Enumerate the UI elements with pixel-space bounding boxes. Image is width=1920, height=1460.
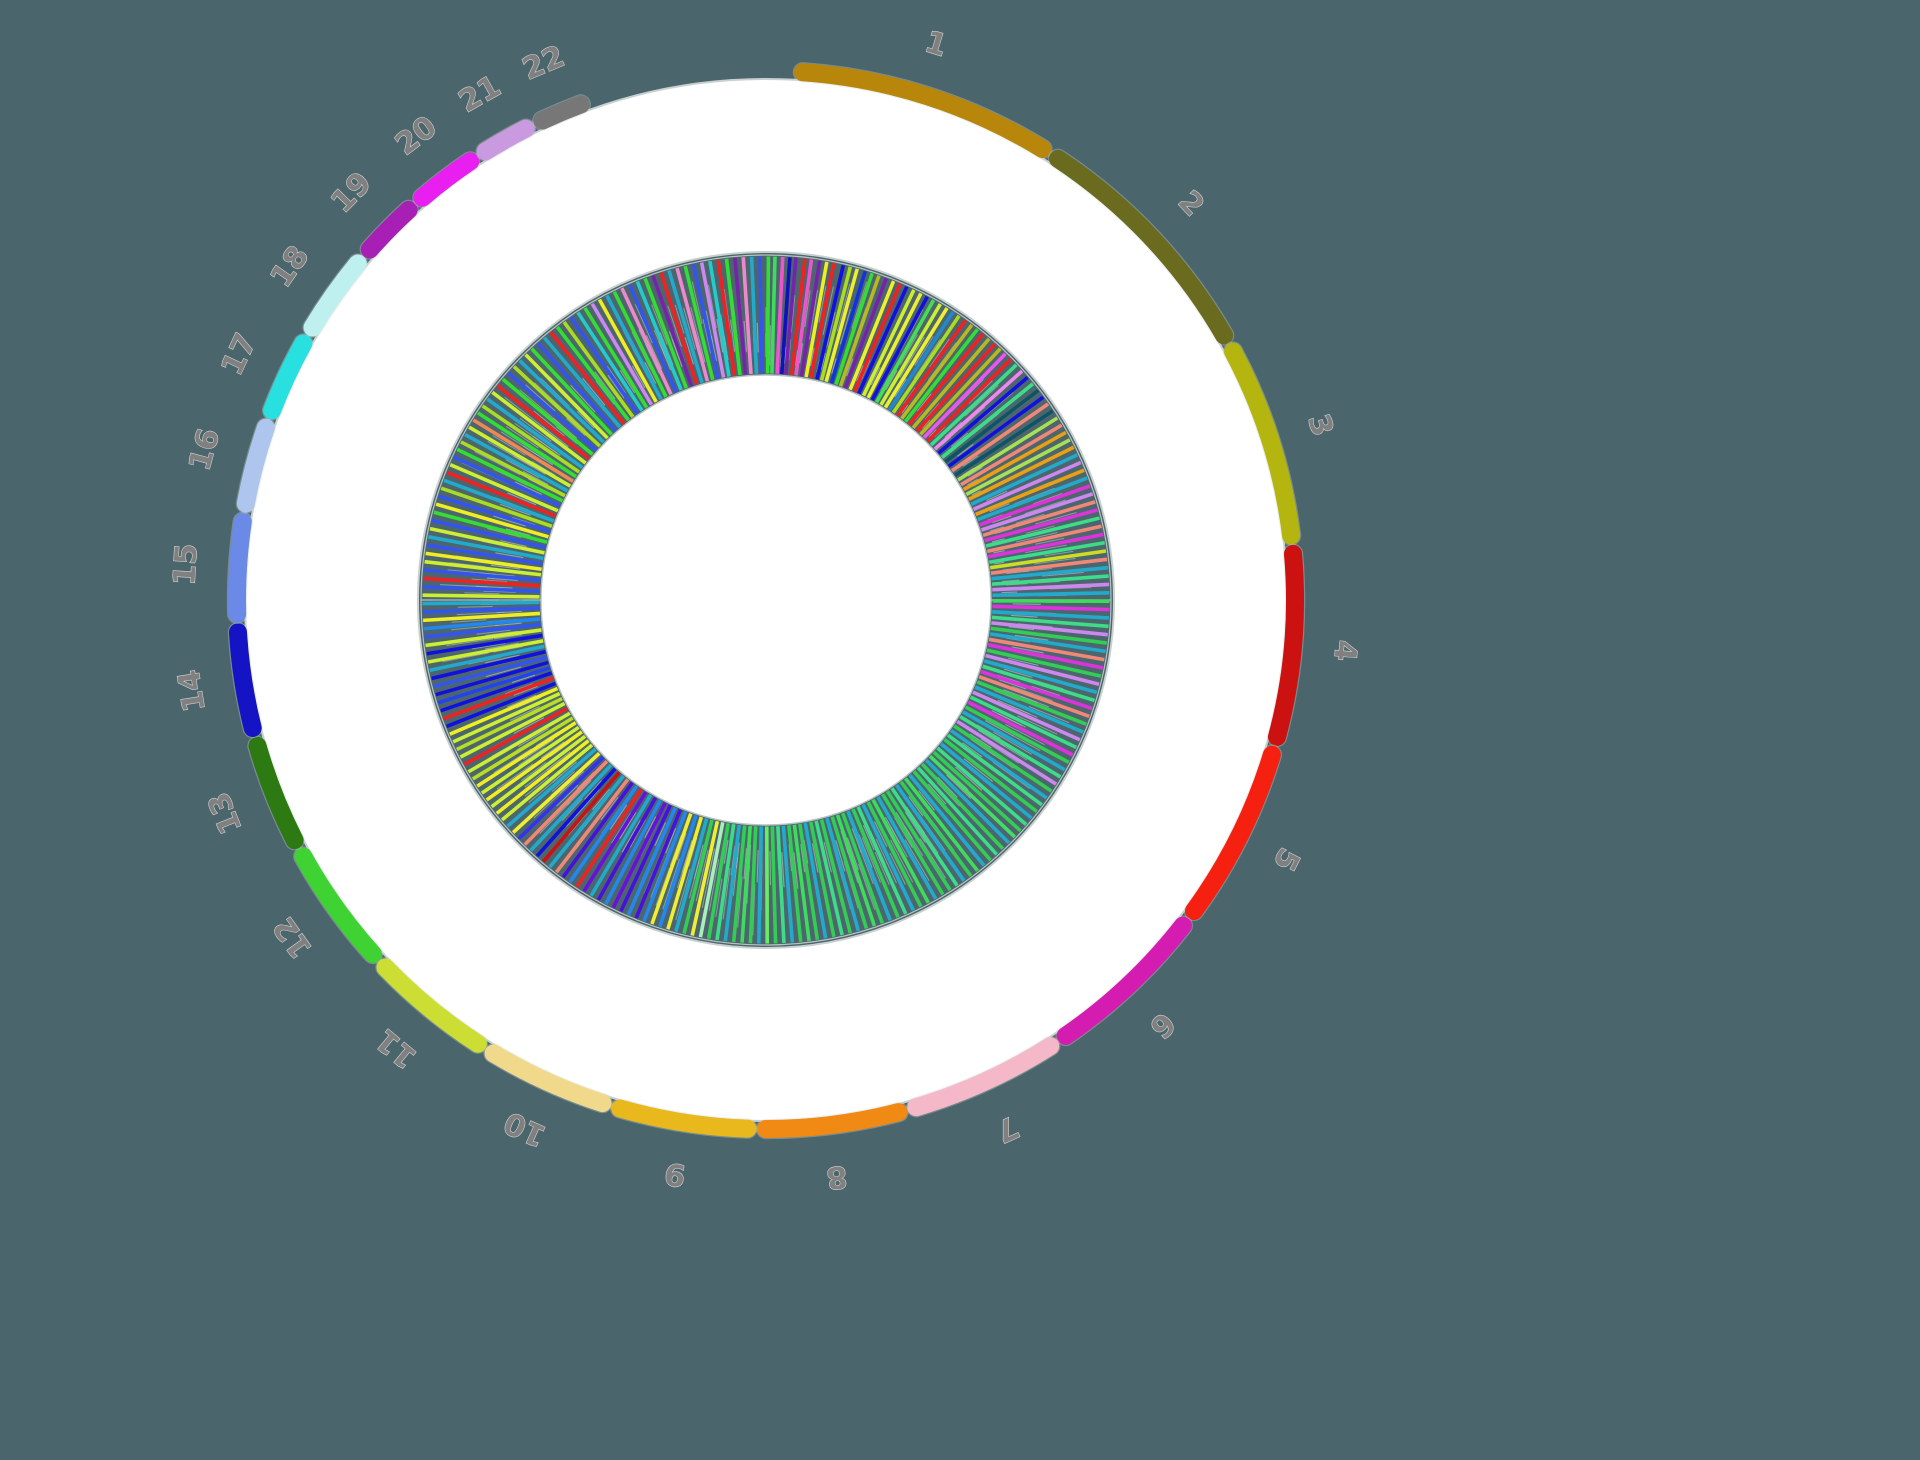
- chromosome-label-15: 15: [167, 543, 204, 587]
- chromosome-arc-20[interactable]: [413, 152, 480, 207]
- chromosome-arc-10[interactable]: [484, 1044, 612, 1113]
- chromosome-arc-12[interactable]: [294, 847, 382, 963]
- chromosome-arc-21[interactable]: [476, 119, 535, 161]
- chromosome-arc-1[interactable]: [793, 63, 1052, 158]
- chromosome-arc-16[interactable]: [236, 418, 275, 513]
- chromosome-arc-2[interactable]: [1048, 149, 1234, 345]
- chromosome-arc-18[interactable]: [303, 254, 367, 337]
- chromosome-arc-22[interactable]: [533, 95, 590, 130]
- chromosome-arc-14[interactable]: [228, 623, 262, 737]
- chromosome-label-4: 4: [1326, 639, 1363, 663]
- chromosome-arc-3[interactable]: [1224, 342, 1301, 545]
- chromosome-arc-17[interactable]: [263, 334, 313, 420]
- chromosome-label-8: 8: [824, 1158, 849, 1195]
- chromosome-arc-13[interactable]: [248, 736, 304, 850]
- chromosome-arc-5[interactable]: [1184, 745, 1281, 920]
- chromosome-arc-7[interactable]: [907, 1037, 1060, 1117]
- chromosome-arc-15[interactable]: [228, 512, 252, 623]
- chromosome-label-14: 14: [172, 668, 213, 715]
- chromosome-arc-11[interactable]: [376, 958, 487, 1053]
- chromosome-arc-6[interactable]: [1056, 916, 1192, 1045]
- chromosome-arc-4[interactable]: [1267, 544, 1304, 746]
- chromosome-arc-8[interactable]: [757, 1103, 908, 1138]
- chromosome-arc-9[interactable]: [611, 1099, 757, 1138]
- chromosome-ideogram-ring[interactable]: [226, 62, 1306, 1140]
- gene-track-markers: [422, 256, 1110, 944]
- chromosome-arc-19[interactable]: [360, 200, 418, 259]
